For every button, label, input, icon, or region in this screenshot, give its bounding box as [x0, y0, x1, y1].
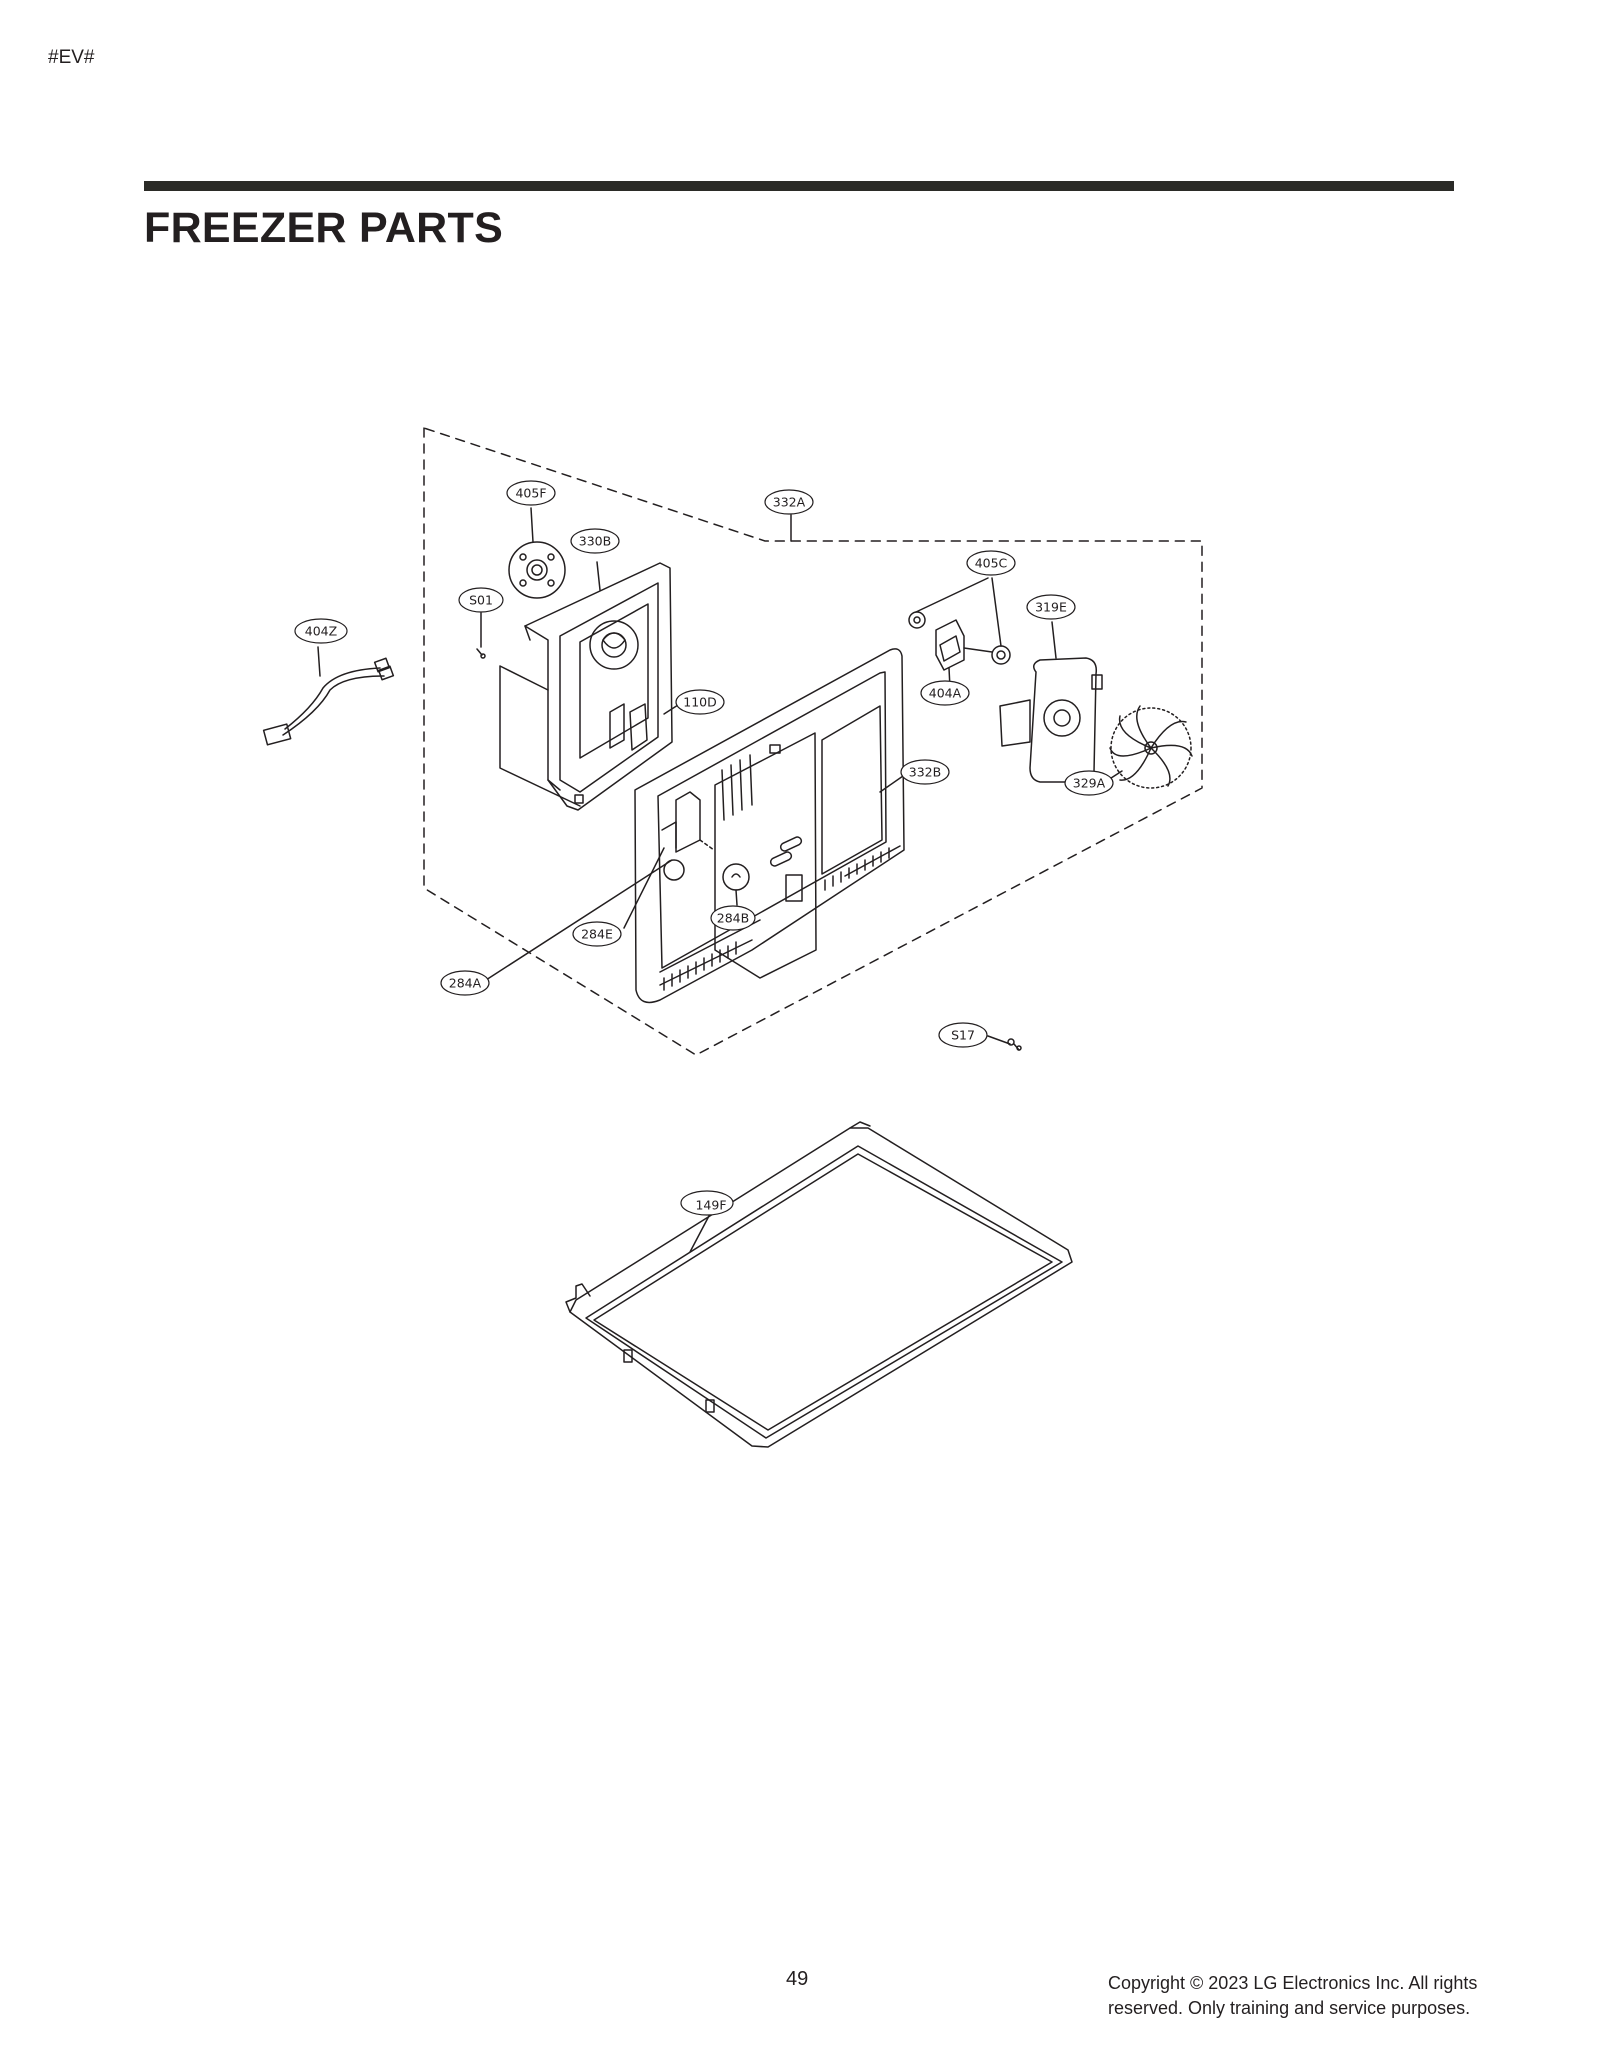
callout-332a-oval [764, 489, 814, 515]
callout-110d-oval [675, 689, 725, 715]
grille-cover-332b [634, 648, 905, 1004]
wire-harness-404z [262, 646, 395, 746]
callout-s17: S17 [951, 1028, 975, 1043]
callout-404z-oval [294, 618, 348, 644]
callout-149f: 149F [695, 1198, 726, 1213]
callout-405f: 405F [515, 486, 546, 501]
callout-405c: 405C [975, 556, 1008, 571]
page-number: 49 [786, 1968, 809, 1990]
copyright-line-1: Copyright © 2023 LG Electronics Inc. All… [1108, 1973, 1478, 1993]
fan-motor-404a [908, 577, 1011, 689]
screw-s17 [1007, 1038, 1022, 1051]
callout-319e-oval [1026, 594, 1076, 620]
callout-284b: 284B [717, 911, 749, 926]
assembly-boundary [423, 427, 1203, 1056]
copyright-notice: Copyright © 2023 LG Electronics Inc. All… [1108, 1971, 1528, 2021]
callout-330b: 330B [579, 534, 611, 549]
shelf-149f [565, 1121, 1073, 1448]
callout-329a: 329A [1073, 776, 1106, 791]
document-marker: #EV# [48, 47, 95, 68]
callout-319e: 319E [1035, 600, 1067, 615]
callout-405c-oval [966, 550, 1016, 576]
callout-284e: 284E [581, 927, 613, 942]
callout-329a-oval [1064, 770, 1114, 796]
copyright-line-2: reserved. Only training and service purp… [1108, 1998, 1471, 2018]
callout-284a-oval [440, 970, 490, 996]
callout-405f-oval [506, 480, 556, 506]
title-rule [144, 181, 1454, 191]
callout-s17-oval [938, 1022, 988, 1048]
fan-blade-329a [1107, 705, 1193, 789]
callout-404a-oval [920, 680, 970, 706]
callout-332b-oval [900, 759, 950, 785]
motor-plate-405f [508, 507, 566, 599]
callout-s01: S01 [469, 593, 493, 608]
callout-110d: 110D [683, 695, 716, 710]
callout-404a: 404A [929, 686, 962, 701]
callout-149f-oval [680, 1190, 734, 1216]
callout-330b-oval [570, 528, 620, 554]
callout-332b: 332B [909, 765, 941, 780]
page-title: FREEZER PARTS [144, 204, 504, 252]
fan-shroud-319e [999, 621, 1103, 783]
callout-284e-oval [572, 921, 622, 947]
callout-332a: 332A [773, 495, 806, 510]
callout-284a: 284A [449, 976, 482, 991]
callout-284b-oval [710, 905, 756, 931]
screw-s01 [476, 612, 486, 659]
callout-404z: 404Z [305, 624, 337, 639]
callout-s01-oval [458, 587, 504, 613]
motor-bracket-330b [499, 561, 673, 811]
